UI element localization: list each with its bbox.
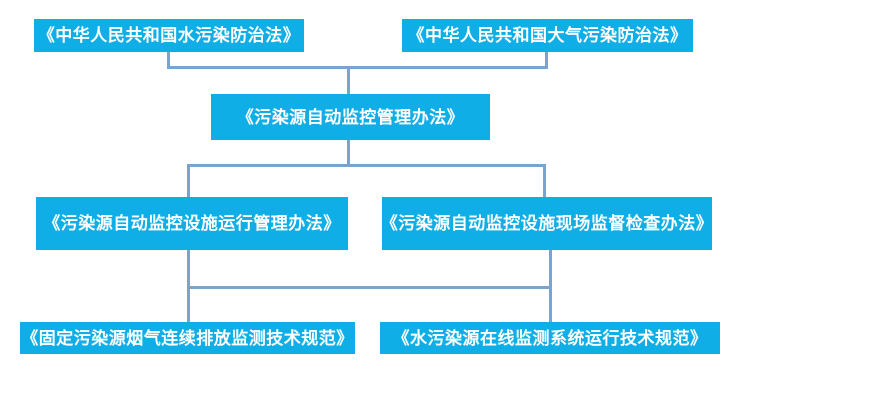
node-water-pollution-law: 《中华人民共和国水污染防治法》 (34, 19, 304, 52)
node-auto-monitoring-measures: 《污染源自动监控管理办法》 (211, 94, 490, 140)
connector-line (347, 66, 350, 94)
connector-line (167, 66, 548, 69)
connector-line (545, 52, 548, 69)
node-flue-gas-cems-spec: 《固定污染源烟气连续排放监测技术规范》 (20, 322, 355, 354)
node-water-online-monitoring-spec: 《水污染源在线监测系统运行技术规范》 (380, 322, 720, 354)
node-onsite-inspection-measures: 《污染源自动监控设施现场监督检查办法》 (381, 197, 713, 250)
connector-line (167, 52, 170, 69)
connector-line (187, 164, 190, 197)
connector-line (347, 140, 350, 167)
connector-line (187, 286, 552, 289)
connector-line (543, 164, 546, 197)
node-facility-operation-measures: 《污染源自动监控设施运行管理办法》 (36, 197, 348, 250)
node-air-pollution-law: 《中华人民共和国大气污染防治法》 (402, 19, 693, 52)
connector-line (187, 164, 546, 167)
